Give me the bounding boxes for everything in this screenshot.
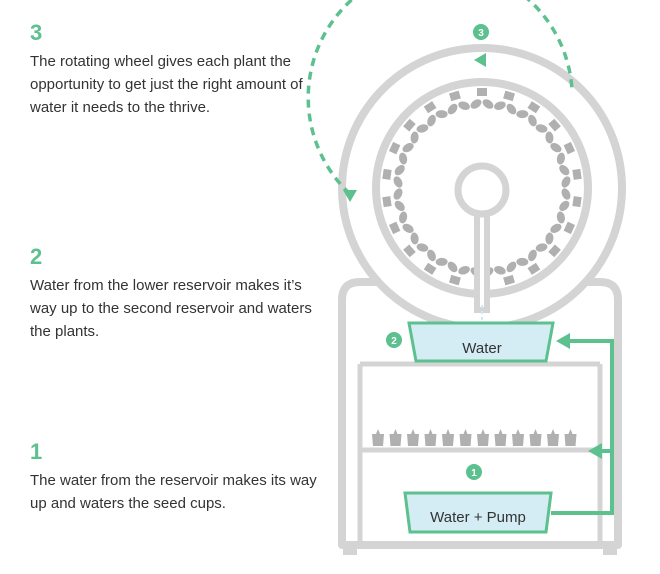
upper-reservoir-label: Water: [462, 340, 501, 357]
seed-cup-icon: [424, 429, 437, 446]
seed-cup-icon: [442, 429, 454, 446]
badge-2-number: 2: [391, 336, 397, 347]
seed-cup-icon: [564, 429, 577, 446]
step-description: The water from the reservoir makes its w…: [30, 472, 317, 512]
step-description: Water from the lower reservoir makes it’…: [30, 277, 312, 340]
plant-pod-icon: [403, 232, 429, 258]
step-number: 2: [30, 244, 43, 269]
seed-cup-icon: [512, 429, 524, 446]
pump-pipe: [551, 339, 614, 515]
plant-pod-icon: [447, 90, 470, 115]
plant-pod-icon: [388, 141, 414, 165]
cabinet-frame: [338, 278, 622, 549]
cabinet-outline: [338, 278, 622, 549]
plant-pod-icon: [516, 101, 541, 127]
badge-1-number: 1: [471, 468, 477, 479]
badge-3-icon: [473, 24, 489, 40]
seed-cups-row: [372, 429, 577, 446]
pipe-arrow-upper-icon: [556, 333, 570, 349]
plant-pod-icon: [423, 249, 448, 275]
rotation-path: [306, 0, 574, 196]
plant-pod-icon: [550, 211, 576, 235]
step-description: The rotating wheel gives each plant the …: [30, 53, 303, 116]
wheel-hub: [454, 162, 510, 218]
wheel-plant-pods: [382, 88, 582, 288]
plant-pod-icon: [388, 211, 414, 235]
pipe-arrow-lower-icon: [588, 443, 602, 459]
seed-cup-icon: [407, 429, 419, 446]
step-number: 3: [30, 20, 43, 45]
plant-pod-icon: [382, 164, 405, 188]
seed-cup-icon: [477, 429, 489, 446]
lower-reservoir-label: Water + Pump: [430, 509, 526, 526]
step-1-block: 1 The water from the reservoir makes its…: [30, 441, 320, 515]
seed-cup-icon: [389, 429, 402, 446]
step-3-block: 3 The rotating wheel gives each plant th…: [30, 22, 320, 119]
plant-pod-icon: [516, 249, 541, 275]
badge-2-icon: [386, 332, 402, 348]
cabinet-foot-right: [603, 545, 617, 555]
upper-reservoir: [407, 321, 555, 363]
wheel-spindle: [474, 207, 490, 313]
plant-pod-icon: [470, 88, 494, 109]
seed-cup-icon: [547, 429, 559, 446]
plant-pod-icon: [535, 232, 561, 258]
seed-cup-icon: [372, 429, 384, 446]
plant-pod-icon: [447, 261, 470, 286]
rotation-arrow-left-icon: [343, 190, 357, 202]
cabinet-foot-left: [343, 545, 357, 555]
plant-pod-icon: [550, 141, 576, 165]
seed-cup-icon: [494, 429, 507, 446]
rotation-arrow-top-icon: [474, 53, 486, 67]
step-2-block: 2 Water from the lower reservoir makes i…: [30, 246, 320, 343]
plant-pod-icon: [382, 188, 405, 212]
seed-cup-icon: [529, 429, 542, 446]
plant-pod-icon: [559, 164, 582, 188]
badge-3-number: 3: [478, 28, 484, 39]
plant-pod-icon: [535, 118, 561, 144]
plant-pod-icon: [494, 261, 517, 286]
plant-pod-icon: [403, 118, 429, 144]
badge-1-icon: [466, 464, 482, 480]
plant-pod-icon: [423, 101, 448, 127]
seed-cup-icon: [459, 429, 472, 446]
lower-reservoir: [403, 491, 553, 534]
plant-pod-icon: [494, 90, 517, 115]
plant-pod-icon: [559, 188, 582, 212]
step-number: 1: [30, 439, 43, 464]
